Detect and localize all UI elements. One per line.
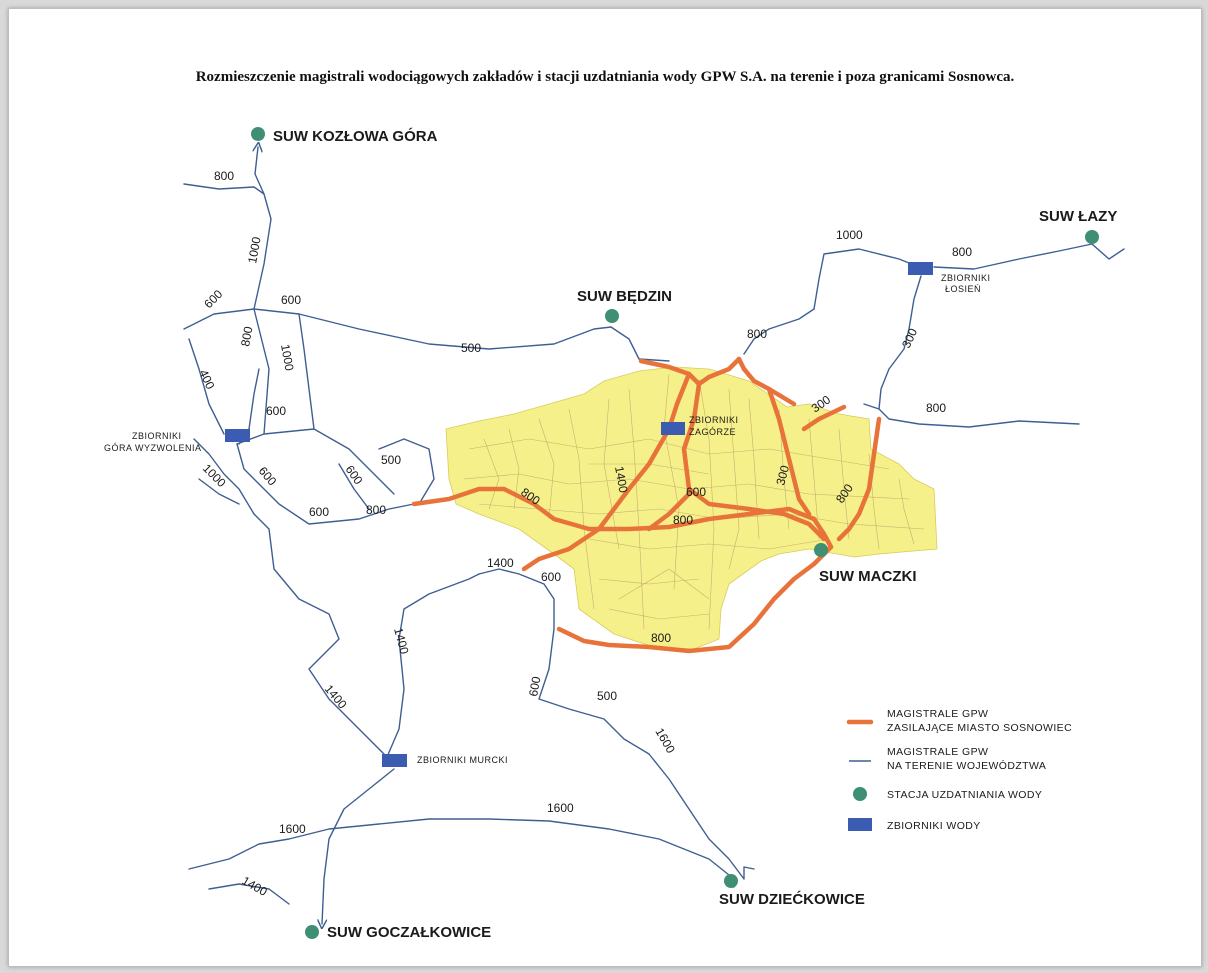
legend-regional-line2: NA TERENIE WOJEWÓDZTWA <box>887 759 1046 772</box>
map-frame: Rozmieszczenie magistrali wodociągowych … <box>8 8 1202 967</box>
pipe-label: 300 <box>899 326 920 350</box>
pipe-label: 1400 <box>612 465 630 494</box>
station-bedzin[interactable] <box>605 309 619 323</box>
label-murcki: ZBIORNIKI MURCKI <box>417 755 508 765</box>
sosnowiec-city-area <box>445 366 938 650</box>
legend: MAGISTRALE GPW ZASILAJĄCE MIASTO SOSNOWI… <box>846 708 1072 832</box>
pipe-label: 800 <box>651 631 671 645</box>
pipe-label: 600 <box>201 287 225 311</box>
pipe-label: 800 <box>673 513 693 527</box>
label-zagorze-1: ZBIORNIKI <box>689 415 739 425</box>
label-bedzin: SUW BĘDZIN <box>577 288 672 305</box>
label-goczalkowice: SUW GOCZAŁKOWICE <box>327 924 491 941</box>
water-network-map: SUW KOZŁOWA GÓRA SUW ŁAZY SUW BĘDZIN SUW… <box>104 127 1125 941</box>
legend-main-line1: MAGISTRALE GPW <box>887 708 988 720</box>
pipe-label: 600 <box>541 570 561 584</box>
pipe-label: 800 <box>238 325 255 347</box>
label-lazy: SUW ŁAZY <box>1039 208 1117 225</box>
label-losien-1: ZBIORNIKI <box>941 273 991 283</box>
pipe-label: 800 <box>366 503 386 517</box>
label-kozlowa-gora: SUW KOZŁOWA GÓRA <box>273 127 438 145</box>
pipe-label: 600 <box>343 463 366 488</box>
pipe-label: 600 <box>686 485 706 499</box>
pipe-label: 600 <box>266 404 286 418</box>
pipe-label: 800 <box>926 401 946 415</box>
label-gora-wyzwolenia-1: ZBIORNIKI <box>132 431 182 441</box>
pipe-label: 300 <box>773 463 792 486</box>
regional-pipes <box>183 147 1125 924</box>
label-losien-2: ŁOSIEŃ <box>945 284 981 294</box>
pipe-label: 1400 <box>487 556 514 570</box>
reservoir-losien[interactable] <box>908 262 933 275</box>
legend-main-line2: ZASILAJĄCE MIASTO SOSNOWIEC <box>887 722 1072 734</box>
legend-station: STACJA UZDATNIANIA WODY <box>887 789 1042 801</box>
reservoir-zagorze[interactable] <box>661 422 685 435</box>
label-dzieckowice: SUW DZIEĆKOWICE <box>719 890 865 908</box>
pipe-label: 1400 <box>240 873 270 899</box>
pipe-label: 600 <box>526 675 543 697</box>
legend-reservoir: ZBIORNIKI WODY <box>887 820 981 832</box>
map-title: Rozmieszczenie magistrali wodociągowych … <box>195 69 1015 85</box>
label-zagorze-2: ZAGÓRZE <box>689 427 736 437</box>
pipe-label: 1400 <box>391 626 412 656</box>
pipe-label: 800 <box>952 245 972 259</box>
reservoir-gora-wyzwolenia[interactable] <box>225 429 250 442</box>
pipe-label: 800 <box>747 327 767 341</box>
pipe-label: 1000 <box>836 228 863 242</box>
pipe-label: 1000 <box>200 461 229 490</box>
pipe-label: 1000 <box>278 343 296 372</box>
pipe-label: 500 <box>597 689 617 703</box>
pipe-label: 800 <box>214 169 234 183</box>
station-lazy[interactable] <box>1085 230 1099 244</box>
legend-reservoir-symbol <box>848 818 872 831</box>
pipe-label: 500 <box>381 453 401 467</box>
stations <box>251 127 1099 939</box>
label-gora-wyzwolenia-2: GÓRA WYZWOLENIA <box>104 443 202 453</box>
legend-regional-line1: MAGISTRALE GPW <box>887 746 988 758</box>
pipe-label: 1400 <box>322 682 350 712</box>
pipe-label: 400 <box>196 367 217 391</box>
pipe-label: 600 <box>309 505 329 519</box>
pipe-label: 1600 <box>652 726 678 756</box>
station-goczalkowice[interactable] <box>305 925 319 939</box>
station-dzieckowice[interactable] <box>724 874 738 888</box>
reservoirs <box>225 262 933 767</box>
pipe-label: 1600 <box>547 801 574 815</box>
station-maczki[interactable] <box>814 543 828 557</box>
legend-station-symbol <box>853 787 867 801</box>
station-kozlowa-gora[interactable] <box>251 127 265 141</box>
pipe-label: 500 <box>461 341 481 355</box>
main-pipes <box>411 356 882 654</box>
pipe-label: 600 <box>281 293 301 307</box>
reservoir-murcki[interactable] <box>382 754 407 767</box>
pipe-label: 1000 <box>245 235 263 264</box>
label-maczki: SUW MACZKI <box>819 568 917 585</box>
pipe-label: 1600 <box>279 822 306 836</box>
